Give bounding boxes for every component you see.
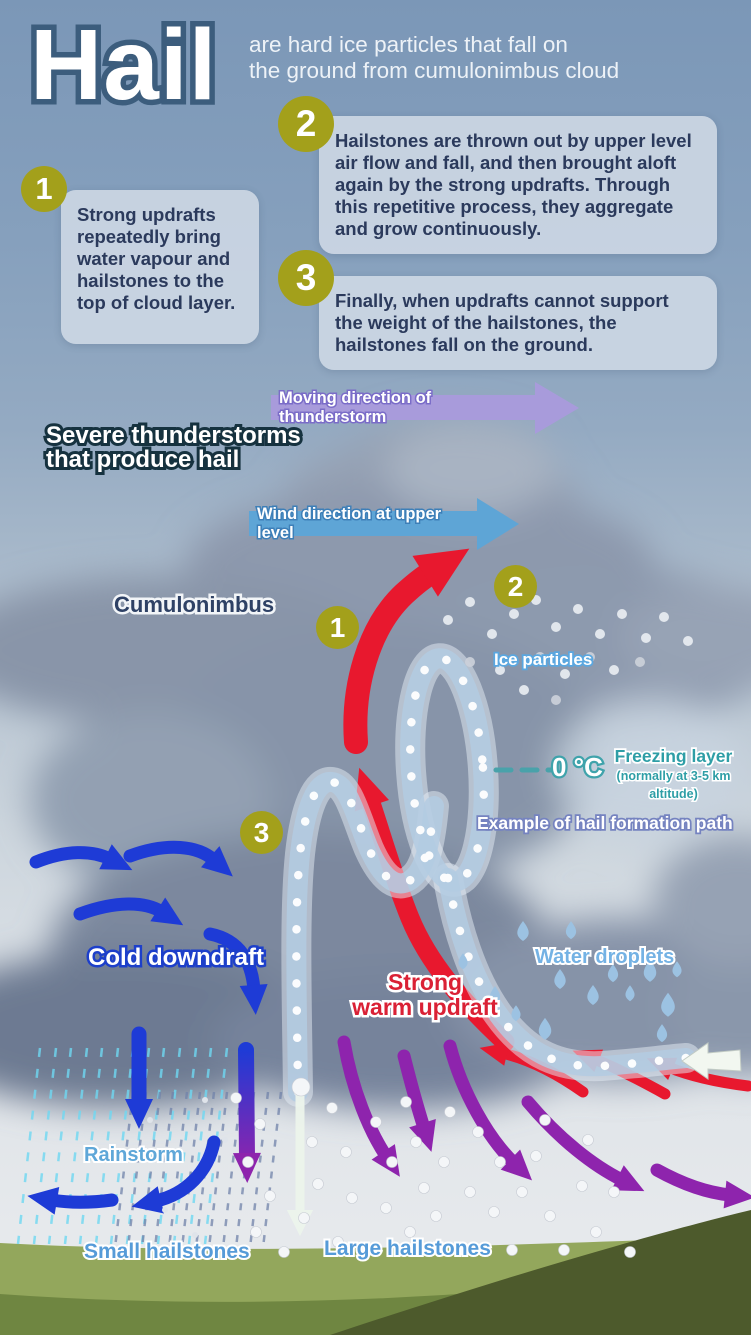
diagram-marker-1: 1 (316, 606, 359, 649)
cumulonimbus-label: Cumulonimbus (114, 592, 274, 618)
diagram-marker-3: 3 (240, 811, 283, 854)
white-inflow-arrow (681, 1042, 742, 1080)
infographic-title: Hail (30, 8, 218, 123)
step-2-badge: 2 (278, 96, 334, 152)
freezing-layer-note-2: altitude) (649, 787, 698, 802)
freezing-temperature-label: 0 °C (552, 752, 603, 783)
warm-updraft-line-2: warm updraft (352, 995, 498, 1019)
section-title: Severe thunderstorms that produce hail (46, 424, 301, 473)
warm-updraft-line-1: Strong (388, 970, 462, 994)
blue-downdraft-arrows (27, 840, 268, 1215)
cold-downdraft-label: Cold downdraft (88, 944, 264, 972)
infographic-subtitle: are hard ice particles that fall on the … (249, 32, 619, 84)
freezing-layer-note-1: (normally at 3-5 km (617, 769, 731, 784)
path-example-label: Example of hail formation path (477, 813, 733, 834)
small-hailstones-label: Small hailstones (84, 1240, 250, 1264)
subtitle-line-1: are hard ice particles that fall on (249, 32, 568, 57)
purple-hail-arrows (337, 1035, 751, 1209)
rainstorm-label: Rainstorm (84, 1144, 183, 1167)
wind-direction-arrow: Wind direction at upper level (249, 505, 477, 543)
step-1-badge: 1 (21, 166, 67, 212)
large-hailstones-label: Large hailstones (324, 1237, 491, 1261)
freezing-layer-label: Freezing layer (normally at 3-5 km altit… (601, 746, 746, 803)
freezing-layer-title: Freezing layer (615, 746, 733, 767)
subtitle-line-2: the ground from cumulonimbus cloud (249, 58, 620, 83)
ice-particles-label: Ice particles (494, 650, 593, 670)
section-title-line-1: Severe thunderstorms (46, 424, 301, 449)
step-3-callout: Finally, when updrafts cannot support th… (319, 276, 717, 370)
step-2-callout: Hailstones are thrown out by upper level… (319, 116, 717, 254)
water-droplets-label: Water droplets (535, 946, 675, 969)
step-1-callout: Strong updrafts repeatedly bring water v… (61, 190, 259, 344)
wind-direction-label: Wind direction at upper level (257, 505, 477, 543)
warm-updraft-label: Strong warm updraft (338, 970, 512, 1020)
moving-direction-label: Moving direction of thunderstorm (279, 389, 537, 427)
diagram-marker-2: 2 (494, 565, 537, 608)
step-3-badge: 3 (278, 250, 334, 306)
hail-formation-path-ribbon (281, 643, 701, 1107)
moving-direction-arrow: Moving direction of thunderstorm (271, 389, 537, 427)
section-title-line-2: that produce hail (46, 448, 240, 473)
ground-hills (0, 1210, 751, 1335)
